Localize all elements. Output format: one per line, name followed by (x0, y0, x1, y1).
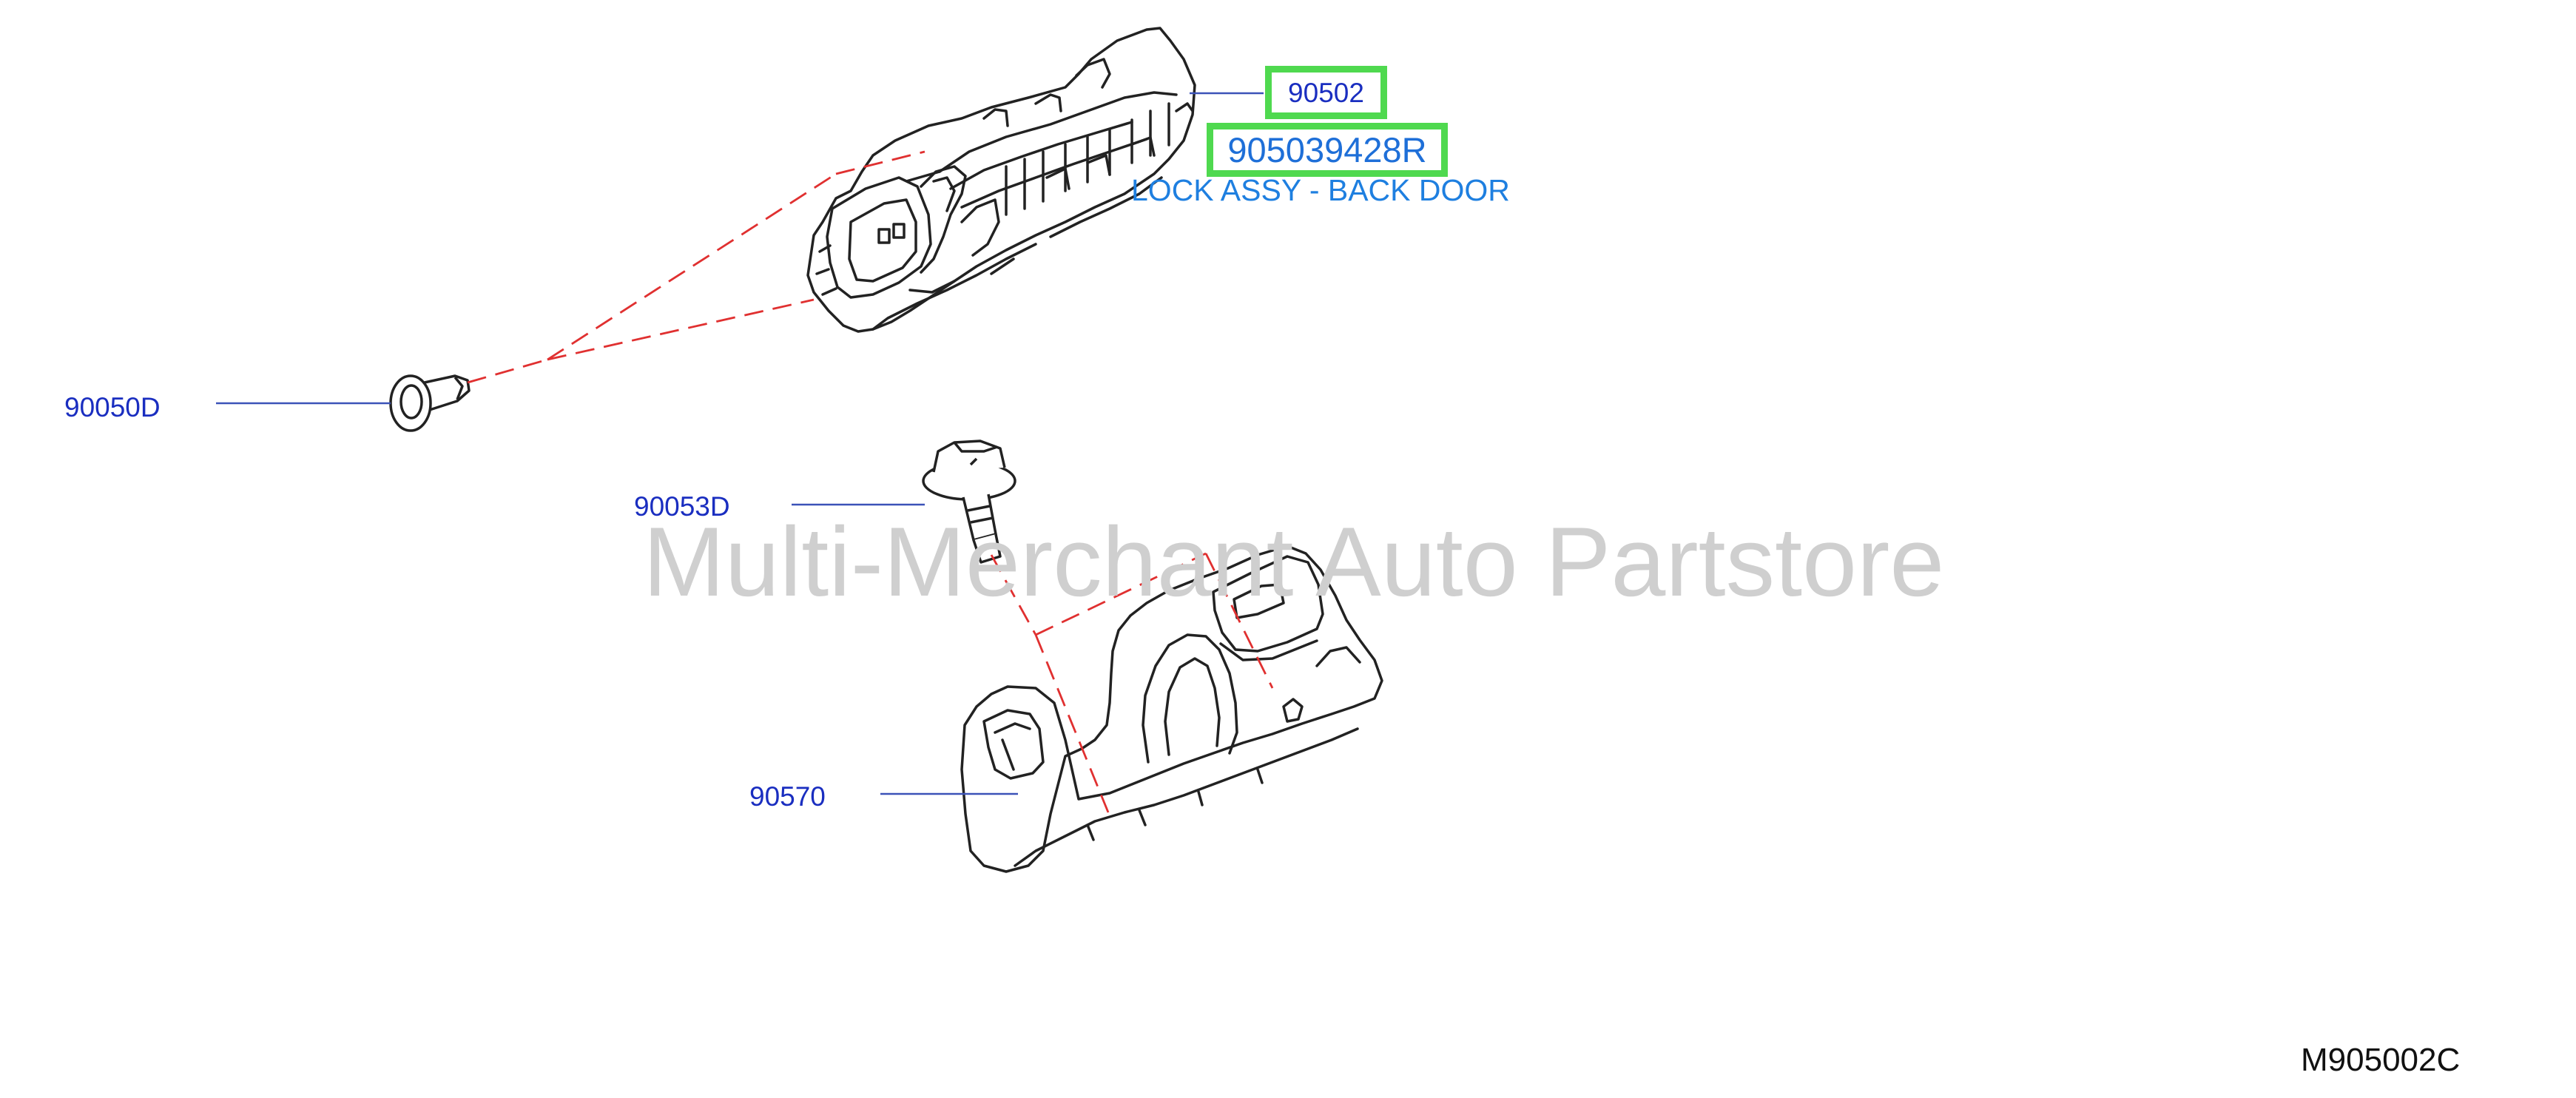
watermark-text: Multi-Merchant Auto Partstore (643, 508, 1945, 617)
dashed-guides (467, 150, 1274, 813)
bracket-drawing (960, 545, 1383, 873)
part-number-90502-box[interactable]: 90502 (1265, 66, 1387, 119)
lock-assy-drawing (806, 27, 1196, 333)
lock-assy-description: LOCK ASSY - BACK DOOR (1131, 173, 1510, 207)
callout-90053d[interactable]: 90053D (634, 491, 730, 522)
part-number-905039428r-box[interactable]: 905039428R (1207, 123, 1448, 177)
callout-90050d[interactable]: 90050D (64, 392, 161, 422)
figure-code: M905002C (2301, 1042, 2461, 1078)
callout-90570[interactable]: 90570 (749, 781, 826, 812)
leader-lines (216, 92, 1264, 795)
screw-drawing (922, 439, 1016, 564)
part-number-905039428r[interactable]: 905039428R (1227, 130, 1427, 169)
clip-drawing (389, 374, 471, 432)
part-number-90502[interactable]: 90502 (1288, 77, 1364, 108)
